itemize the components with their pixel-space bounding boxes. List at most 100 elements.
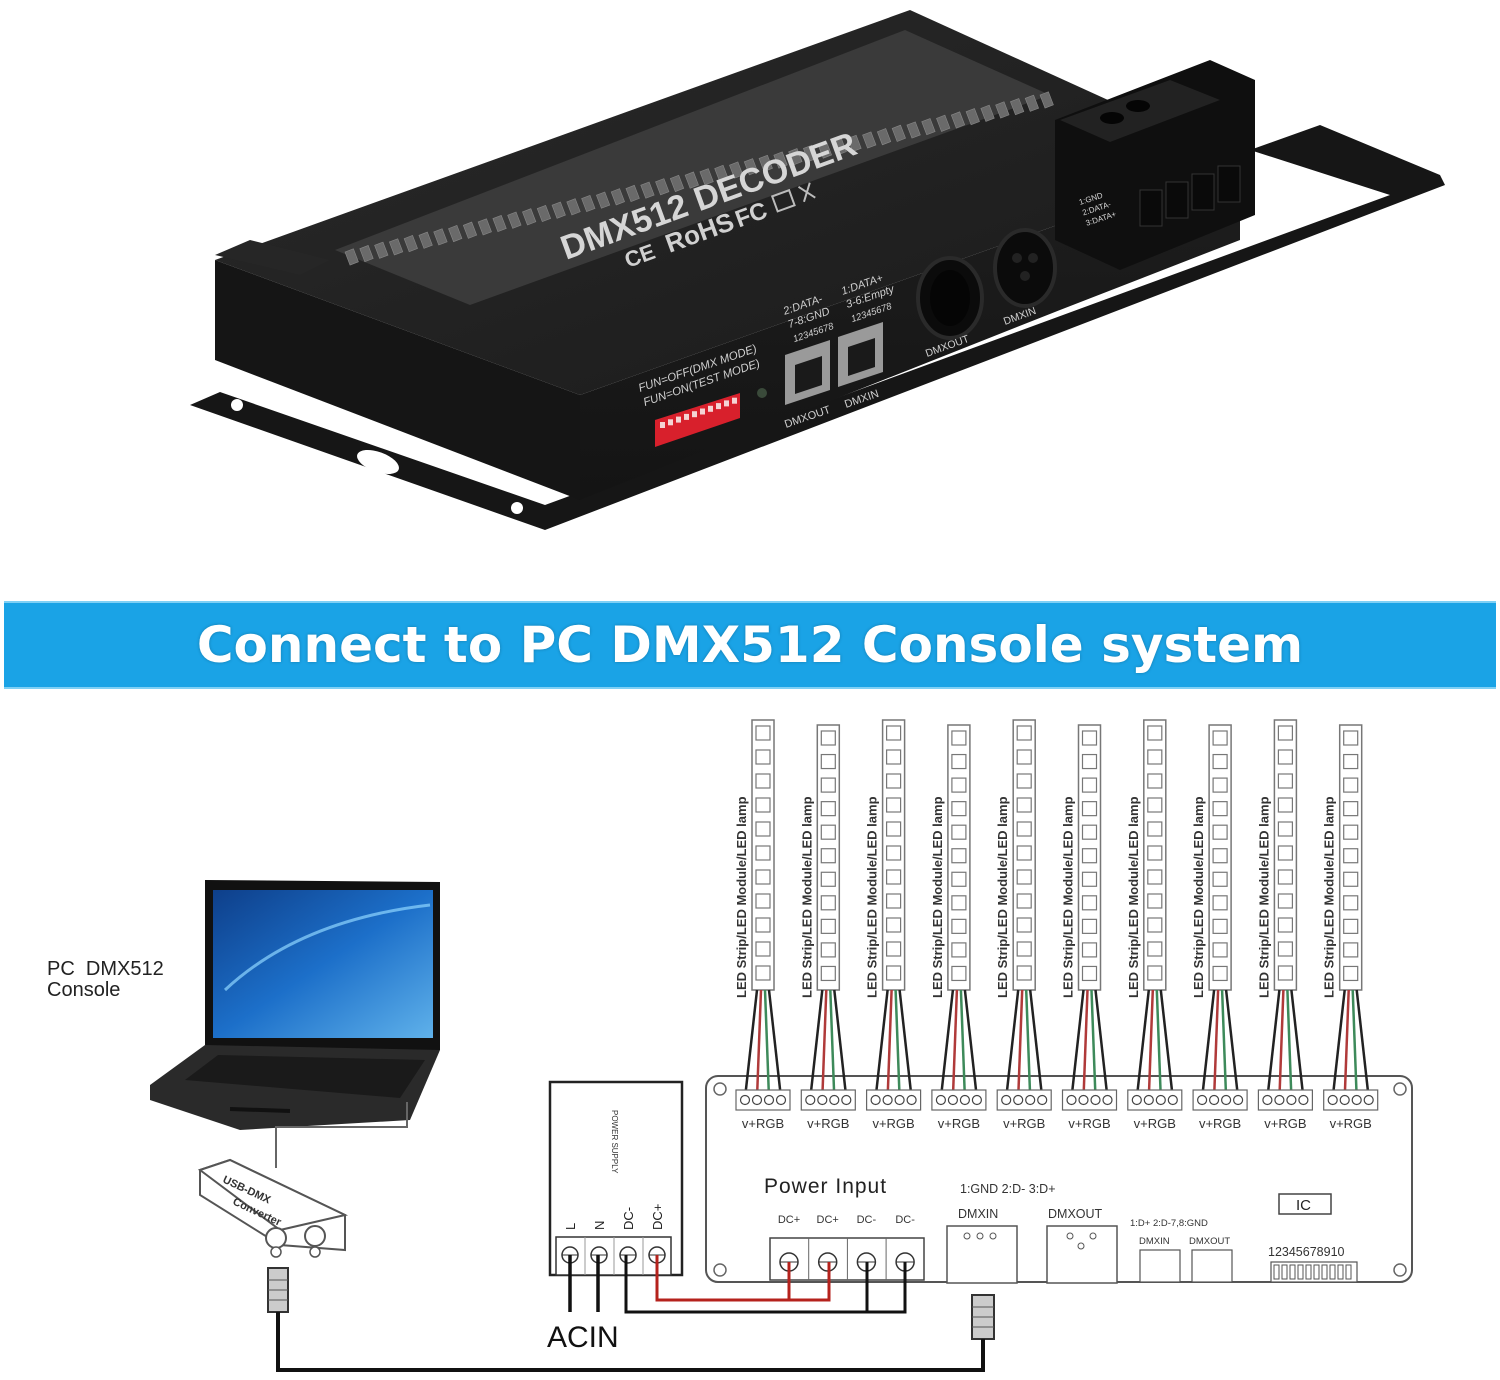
led-indicator xyxy=(551,201,566,219)
rj45-out-label: DMXOUT xyxy=(1189,1236,1230,1247)
strip-wire xyxy=(1343,989,1350,1099)
terminal-screw xyxy=(739,1094,751,1106)
dip-lever xyxy=(1289,1264,1296,1280)
led-indicator xyxy=(758,154,773,172)
strip-wire xyxy=(963,989,979,1099)
strip-wire xyxy=(763,989,771,1099)
strip-wire xyxy=(1159,989,1175,1099)
strip-wire xyxy=(743,989,759,1099)
led-chip xyxy=(820,895,836,911)
led-indicator xyxy=(566,198,581,216)
terminal-screw xyxy=(1102,1094,1113,1106)
led-chip xyxy=(885,893,902,909)
led-chip xyxy=(1147,797,1163,813)
led-chip xyxy=(885,941,902,957)
laptop-illustration xyxy=(150,880,440,1130)
led-chip xyxy=(1212,895,1228,911)
led-chip xyxy=(1016,869,1032,885)
terminal-screw xyxy=(1155,1094,1166,1106)
rj45-in-label: DMXIN xyxy=(1139,1236,1170,1247)
dip-lever xyxy=(660,422,665,428)
section-banner: Connect to PC DMX512 Console system xyxy=(4,601,1496,689)
led-indicator xyxy=(950,111,966,129)
dip-lever xyxy=(1337,1264,1344,1280)
led-chip xyxy=(1081,918,1098,934)
strip-wire xyxy=(1016,989,1024,1099)
led-chip xyxy=(1081,824,1098,840)
led-chip xyxy=(1147,965,1163,981)
led-chip xyxy=(755,821,771,837)
led-indicator xyxy=(640,181,655,199)
led-window xyxy=(335,30,1050,305)
led-indicator xyxy=(684,171,699,189)
strip-terminal-label: v+RGB xyxy=(1264,1116,1306,1131)
led-indicator xyxy=(610,188,625,206)
led-chip xyxy=(1081,942,1098,958)
led-chip xyxy=(951,730,967,746)
led-chip xyxy=(1212,848,1228,864)
dip-lever xyxy=(1329,1264,1336,1280)
dip-lever xyxy=(1313,1264,1320,1280)
led-chip xyxy=(755,773,771,789)
terminal-screw xyxy=(1001,1094,1012,1106)
led-indicator xyxy=(847,134,862,152)
rj45-port-in xyxy=(838,322,883,387)
pc-label-line2: Console xyxy=(47,979,120,1001)
case-end-bracket xyxy=(215,240,330,275)
strip-terminal-label: v+RGB xyxy=(872,1116,914,1131)
led-chip xyxy=(820,801,836,817)
led-indicator-row xyxy=(344,91,1054,266)
strip-label: LED Strip/LED Module/LED lamp xyxy=(1061,796,1076,998)
led-chip xyxy=(951,871,967,887)
led-chip xyxy=(1016,773,1032,789)
dmxin-label: DMXIN xyxy=(958,1207,998,1221)
led-chip xyxy=(885,725,902,741)
terminal-screw xyxy=(1025,1094,1036,1106)
led-chip xyxy=(1277,941,1294,957)
led-chip xyxy=(820,871,836,887)
strip-label: LED Strip/LED Module/LED lamp xyxy=(734,796,749,998)
strip-wire xyxy=(1200,989,1216,1099)
led-chip xyxy=(1343,753,1359,770)
mount-hole xyxy=(231,399,243,411)
led-chip xyxy=(755,893,771,909)
strip-wire xyxy=(1220,989,1228,1099)
strip-wire xyxy=(1155,989,1163,1099)
acin-label: ACIN xyxy=(547,1321,619,1354)
led-chip xyxy=(1147,869,1163,885)
dc-positive-wire xyxy=(655,1255,831,1302)
dmx-plug-converter xyxy=(267,1267,289,1313)
led-indicator xyxy=(536,204,552,223)
strip-terminal xyxy=(1127,1089,1183,1111)
led-indicator xyxy=(374,241,389,259)
led-chip xyxy=(1016,845,1032,861)
pc-label-line1: PC DMX512 xyxy=(47,958,164,980)
strip-wire xyxy=(1278,989,1285,1099)
terminal-screw xyxy=(1220,1094,1232,1106)
led-chip xyxy=(1147,821,1163,837)
led-chip xyxy=(1016,821,1032,837)
led-indicator xyxy=(418,231,433,249)
led-chip xyxy=(755,965,771,981)
power-terminal-label: DC+ xyxy=(817,1214,839,1226)
ps-terminal-label: N xyxy=(592,1221,607,1230)
led-chip xyxy=(755,845,771,861)
ps-terminal-label: L xyxy=(563,1223,578,1230)
led-chip xyxy=(755,749,771,765)
ic-chip xyxy=(1278,1193,1332,1215)
led-chip xyxy=(1016,965,1032,981)
led-chip xyxy=(885,845,902,861)
terminal-screw xyxy=(775,1094,787,1106)
led-chip xyxy=(1343,848,1359,864)
led-indicator xyxy=(1024,94,1040,112)
strip-terminal-label: v+RGB xyxy=(938,1116,980,1131)
led-chip xyxy=(1081,753,1098,770)
terminal-slots xyxy=(1139,165,1241,227)
board-dip-switch xyxy=(1270,1261,1358,1283)
rj45-out-port xyxy=(1191,1249,1233,1283)
strip-wire xyxy=(951,989,959,1099)
strip-wire xyxy=(1028,989,1044,1099)
laptop-screen xyxy=(213,890,433,1038)
led-chip xyxy=(1277,821,1294,837)
